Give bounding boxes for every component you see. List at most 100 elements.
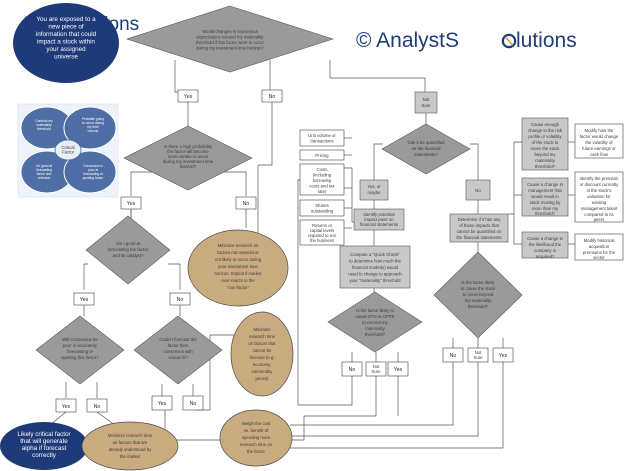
decision-text: during my investment time bbox=[163, 159, 214, 164]
adjustment-text: Identify the premium bbox=[580, 176, 619, 181]
step-text: financial statements bbox=[360, 222, 398, 227]
venn-top-right-line: horizon bbox=[88, 129, 99, 133]
decision-text: to exceed my bbox=[362, 320, 388, 325]
answer-no: No bbox=[341, 361, 363, 377]
answer-yes-or-maybe: Yes, or maybe bbox=[359, 179, 389, 201]
impact-text: the likelihood the bbox=[529, 242, 562, 247]
venn-bottom-left-line: I'm good at bbox=[36, 164, 52, 168]
decision-text: threshold? bbox=[468, 304, 489, 309]
impact-text: more than my bbox=[532, 206, 559, 211]
decision-text: Would changes in consensus bbox=[202, 29, 258, 34]
outcome-text: research time bbox=[249, 334, 276, 339]
answer-label: No bbox=[450, 353, 457, 359]
decision-consensus-poor: Will Consensus be poor in accurately for… bbox=[35, 315, 125, 385]
adjustment-text: management talent bbox=[581, 206, 619, 211]
answer-no: No bbox=[169, 292, 191, 306]
outcome-text: "non-factor" bbox=[227, 285, 250, 290]
impact-text: threshold? bbox=[535, 164, 556, 169]
answer-label: Not bbox=[373, 364, 380, 369]
adjustment-text: compared to its bbox=[584, 212, 613, 217]
impact-text: change to the risk bbox=[528, 128, 563, 133]
answer-yes: Yes bbox=[177, 89, 199, 103]
answer-no: No bbox=[261, 89, 283, 103]
adjustment-text: Modify historical bbox=[584, 238, 615, 243]
adjustment-text: in the stock's bbox=[587, 188, 612, 193]
outcome-text: already understood by bbox=[109, 447, 152, 452]
outcome-weigh-cost-benefit: Weigh the cost vs. benefit of spending m… bbox=[219, 409, 293, 467]
venn-top-right-line: my time bbox=[87, 125, 99, 129]
outcome-text: that will generate bbox=[20, 438, 68, 445]
outcome-text: not likely to occur during bbox=[215, 257, 262, 262]
adjustment-text: existing bbox=[592, 200, 607, 205]
venn-center-line: Factor bbox=[62, 150, 75, 155]
decision-text: and its catalyst? bbox=[113, 253, 144, 258]
step-identify-impact: Identify potential impact point on finan… bbox=[353, 208, 405, 231]
answer-label: maybe bbox=[368, 190, 382, 195]
answer-yes: Yes bbox=[73, 292, 95, 306]
list-item-text: borrowing bbox=[313, 178, 332, 183]
step-text: the financial statements bbox=[456, 235, 501, 240]
venn-bottom-right-line: forecasting or bbox=[83, 172, 104, 176]
outcome-text: the market bbox=[120, 454, 141, 459]
answer-label: Yes bbox=[499, 353, 508, 359]
impact-text: management that bbox=[528, 188, 562, 193]
decision-stock-move: Is the factor likely to cause the stock … bbox=[433, 251, 523, 339]
impact-text: Cause a change in bbox=[527, 182, 563, 187]
list-item-text: Shares bbox=[315, 203, 329, 208]
step-text: Identify potential bbox=[363, 212, 394, 217]
outcome-text: over-reacts to the bbox=[221, 278, 255, 283]
decision-text: threshold if this factor were to occur bbox=[196, 40, 264, 45]
adjustment-text: factor would change bbox=[580, 134, 619, 139]
list-item-text: the business bbox=[310, 238, 334, 243]
venn-top-right-line: to occur during bbox=[82, 121, 104, 125]
answer-not-sure: Not Sure bbox=[467, 347, 489, 363]
venn-top-right-line: Probable going bbox=[82, 117, 104, 121]
critical-factor-venn: Critical Factor Controls my materiality … bbox=[17, 103, 119, 198]
outcome-text: the factor bbox=[247, 449, 265, 454]
step-text: Compute a "Quick Check" bbox=[350, 252, 400, 257]
step-text: of these impacts that bbox=[459, 223, 499, 228]
outcome-text: prices) bbox=[256, 376, 269, 381]
list-item-text: costs and tax bbox=[309, 184, 335, 189]
decision-materiality: Would changes in consensus expectations … bbox=[126, 5, 334, 73]
adjustment-text: sector bbox=[593, 255, 605, 260]
answer-yes: Yes bbox=[387, 361, 409, 377]
brand-o-globe-icon bbox=[501, 33, 517, 49]
decision-text: Is the factor likely bbox=[461, 280, 495, 285]
outcome-text: Minimize bbox=[254, 327, 272, 332]
venn-bottom-left-line: factor and bbox=[37, 172, 52, 176]
answer-yes: Yes bbox=[120, 196, 142, 210]
venn-top-left-line: Controls my bbox=[35, 119, 53, 123]
decision-text: statements? bbox=[414, 152, 438, 157]
decision-text: spotting this factor? bbox=[61, 355, 99, 360]
decision-text: threshold? bbox=[365, 332, 386, 337]
decision-text: Will Consensus be bbox=[62, 337, 98, 342]
answer-label: Yes bbox=[127, 201, 136, 207]
step-text: to determine how much the bbox=[349, 259, 401, 264]
model-adjustments: Modify how the factor would change the v… bbox=[574, 123, 624, 261]
answer-label: Yes bbox=[158, 401, 167, 407]
outcome-minimize-understood: Minimize research time on factors that a… bbox=[81, 421, 179, 471]
venn-bottom-right-line: Consensus is bbox=[83, 164, 103, 168]
nonfinancial-impacts: Cause enough change to the risk profile … bbox=[521, 117, 569, 259]
outcome-text: forecast (e.g. bbox=[249, 355, 274, 360]
list-item-text: Pricing bbox=[315, 153, 329, 158]
outcome-text: Minimize research on bbox=[218, 243, 259, 248]
decision-text: horizon? bbox=[180, 164, 197, 169]
step-quick-check: Compute a "Quick Check" to determine how… bbox=[339, 245, 411, 289]
answer-no: No bbox=[465, 179, 491, 201]
step-determine-nonfinancial: Determine if it has any of these impacts… bbox=[449, 213, 509, 243]
decision-text: research? bbox=[168, 355, 188, 360]
venn-bottom-left-line: relevant bbox=[38, 176, 50, 180]
answer-label: Yes bbox=[80, 297, 89, 303]
outcome-text: on factors that are bbox=[113, 440, 148, 445]
impact-text: threshold? bbox=[535, 211, 556, 216]
step-text: need to change to approach bbox=[348, 272, 402, 277]
answer-label: Not bbox=[475, 350, 482, 355]
brand-suffix: lutions bbox=[516, 29, 577, 52]
venn-bottom-left-line: forecasting bbox=[36, 168, 52, 172]
outcome-minimize-non-material: Minimize research on factors not materia… bbox=[187, 229, 289, 307]
impact-text: company is bbox=[534, 248, 556, 253]
adjustment-text: future earnings or bbox=[582, 146, 616, 151]
list-item-text: capital levels bbox=[310, 228, 335, 233]
